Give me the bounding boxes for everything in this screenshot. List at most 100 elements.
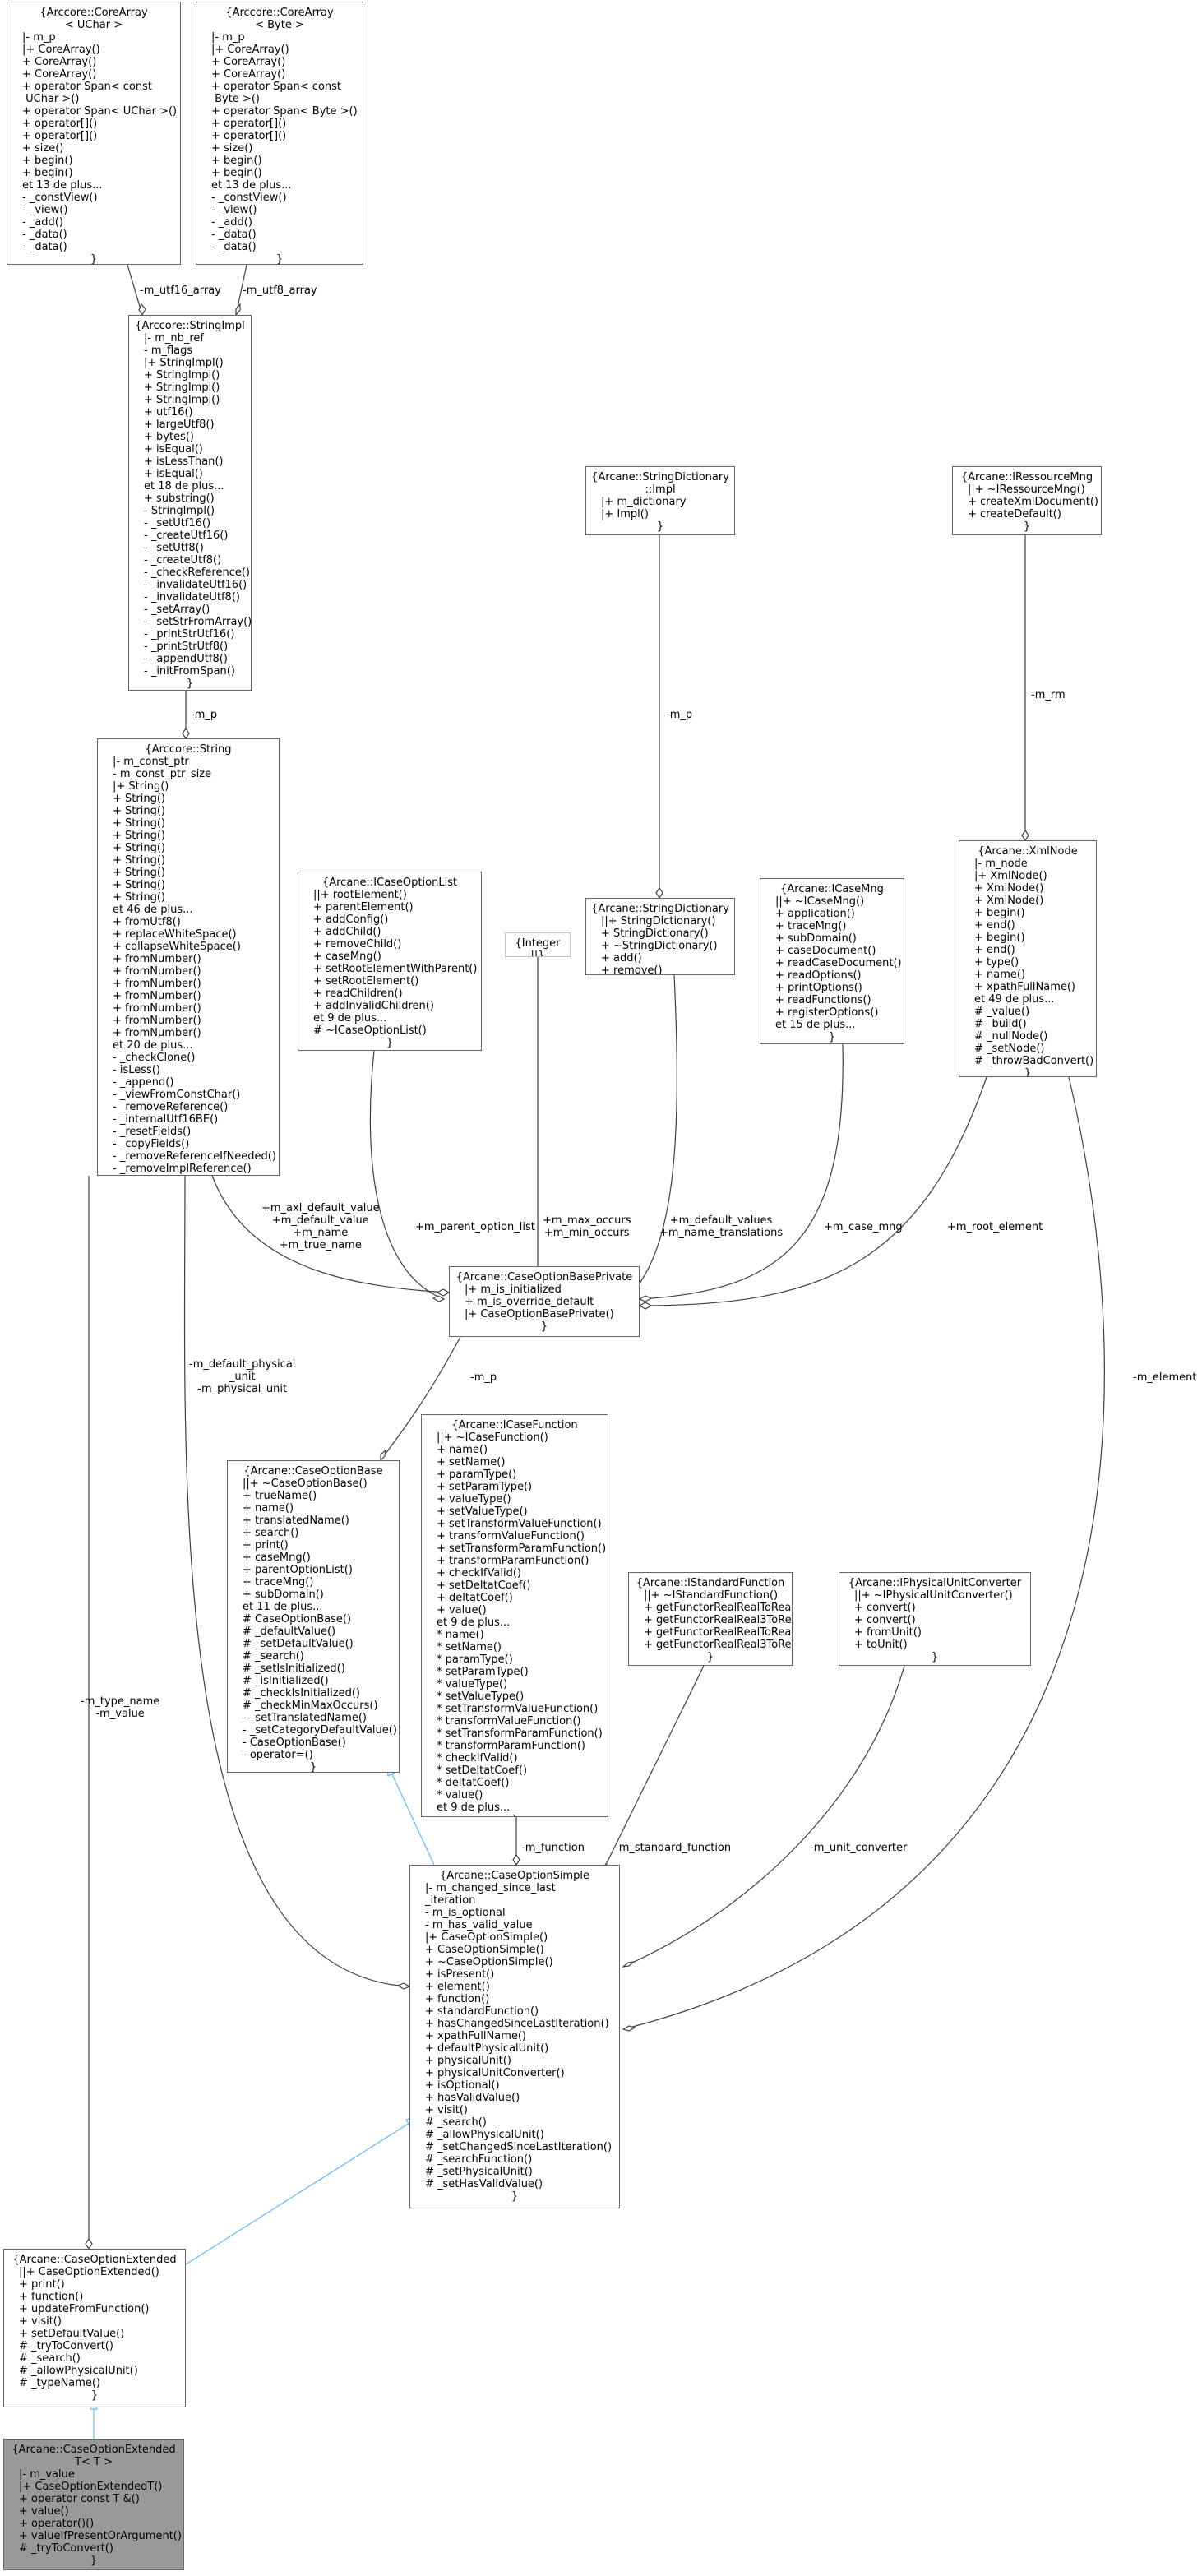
- class-member: + setRootElement(): [313, 975, 419, 987]
- diamond-case-mng-to-private: [638, 1295, 653, 1302]
- class-node-iressource-mng[interactable]: {Arcane::IRessourceMng||+ ~IRessourceMng…: [952, 466, 1102, 535]
- class-member: * name(): [437, 1629, 484, 1641]
- class-member: + CoreArray(): [211, 68, 286, 81]
- class-member: + begin(): [974, 907, 1025, 919]
- class-member: |+ String(): [113, 780, 169, 793]
- class-title: {Arcane::IPhysicalUnitConverter: [848, 1577, 1022, 1589]
- class-member: ||+ CaseOptionExtended(): [19, 2266, 159, 2278]
- class-member: |- m_p: [211, 31, 245, 44]
- class-node-istandard-function[interactable]: {Arcane::IStandardFunction||+ ~IStandard…: [628, 1572, 793, 1666]
- class-member: + StringImpl(): [144, 369, 220, 382]
- class-node-iphysical-unit-converter[interactable]: {Arcane::IPhysicalUnitConverter||+ ~IPhy…: [839, 1572, 1031, 1666]
- class-member: UChar >(): [22, 93, 80, 105]
- edge-label-max-min-occurs: +m_max_occurs +m_min_occurs: [543, 1214, 631, 1239]
- class-member: + element(): [425, 1981, 490, 1993]
- class-member: * setValueType(): [437, 1690, 525, 1703]
- class-member: |+ StringImpl(): [144, 357, 224, 369]
- class-member: # CaseOptionBase(): [243, 1613, 352, 1626]
- class-member: + getFunctorRealRealToReal3(): [644, 1626, 792, 1639]
- class-member: + parentElement(): [313, 901, 414, 913]
- class-member: - _invalidateUtf8(): [144, 591, 240, 604]
- edge-label-m-p-base: -m_p: [470, 1371, 497, 1384]
- class-member: + CoreArray(): [22, 56, 97, 68]
- class-member: + fromNumber(): [113, 1015, 201, 1027]
- class-member: ||+ ~CaseOptionBase(): [243, 1478, 368, 1490]
- class-member: - _internalUtf16BE(): [113, 1113, 219, 1126]
- class-member: - _removeReference(): [113, 1101, 229, 1113]
- class-member: + utf16(): [144, 406, 193, 419]
- class-member: + transformParamFunction(): [437, 1555, 589, 1567]
- class-member: |+ CaseOptionBasePrivate(): [465, 1308, 614, 1320]
- class-member: + defaultPhysicalUnit(): [425, 2042, 549, 2055]
- class-member: - _createUtf16(): [144, 530, 229, 542]
- class-node-case-option-base-private[interactable]: {Arcane::CaseOptionBasePrivate|+ m_is_in…: [449, 1266, 640, 1337]
- class-node-case-option-simple[interactable]: {Arcane::CaseOptionSimple|- m_changed_si…: [409, 1865, 620, 2208]
- class-member: + createDefault(): [968, 508, 1061, 520]
- class-member: + StringImpl(): [144, 394, 220, 406]
- class-member: + fromUnit(): [854, 1626, 922, 1639]
- class-close-brace: }: [90, 253, 98, 265]
- class-node-xml-node[interactable]: {Arcane::XmlNode|- m_node|+ XmlNode()+ X…: [959, 840, 1097, 1077]
- class-node-icase-mng[interactable]: {Arcane::ICaseMng||+ ~ICaseMng()+ applic…: [760, 878, 904, 1044]
- class-node-core-array-uchar[interactable]: {Arccore::CoreArray< UChar >|- m_p|+ Cor…: [7, 2, 181, 265]
- class-node-integer[interactable]: {Integer||}: [505, 932, 571, 957]
- class-node-case-option-base[interactable]: {Arcane::CaseOptionBase||+ ~CaseOptionBa…: [227, 1460, 400, 1773]
- class-member: + operator Span< const: [211, 81, 342, 93]
- class-member: + String(): [113, 879, 165, 891]
- class-member: + String(): [113, 830, 165, 842]
- class-member: + String(): [113, 842, 165, 854]
- class-member: + setDefaultValue(): [19, 2328, 125, 2340]
- class-member: * setName(): [437, 1641, 502, 1653]
- class-member: # _tryToConvert(): [19, 2340, 113, 2352]
- class-close-brace: }: [186, 678, 194, 690]
- class-member: |- m_const_ptr: [113, 756, 189, 768]
- class-member: - _append(): [113, 1076, 174, 1089]
- diamond-string-to-extended: [85, 2237, 93, 2250]
- class-member: * checkIfValid(): [437, 1752, 518, 1764]
- diamond-utf16: [138, 303, 146, 317]
- class-member: |+ CaseOptionSimple(): [425, 1931, 548, 1944]
- class-node-case-option-extended[interactable]: {Arcane::CaseOptionExtended||+ CaseOptio…: [3, 2249, 186, 2407]
- class-node-icase-option-list[interactable]: {Arcane::ICaseOptionList||+ rootElement(…: [298, 872, 482, 1051]
- class-node-string-dictionary[interactable]: {Arcane::StringDictionary||+ StringDicti…: [585, 898, 735, 975]
- class-member: + setTransformParamFunction(): [437, 1542, 607, 1555]
- class-member: - _printStrUtf8(): [144, 641, 229, 653]
- class-member: + name(): [437, 1444, 488, 1456]
- class-member: * setTransformValueFunction(): [437, 1703, 599, 1715]
- class-member: + remove(): [601, 964, 663, 975]
- class-member: * transformParamFunction(): [437, 1740, 585, 1752]
- diamond-dict-impl-to-dict: [655, 886, 663, 900]
- class-member: + setRootElementWithParent(): [313, 963, 478, 975]
- class-title: {Integer: [515, 937, 561, 950]
- class-member: - _printStrUtf16(): [144, 628, 235, 641]
- class-close-brace: }: [828, 1031, 836, 1043]
- class-node-string[interactable]: {Arccore::String|- m_const_ptr- m_const_…: [97, 738, 280, 1176]
- class-node-core-array-byte[interactable]: {Arccore::CoreArray< Byte >|- m_p|+ Core…: [196, 2, 363, 265]
- class-member: + end(): [974, 944, 1015, 956]
- edge-label-unit-converter: -m_unit_converter: [810, 1842, 908, 1854]
- class-member: + hasValidValue(): [425, 2092, 520, 2104]
- class-member: + physicalUnitConverter(): [425, 2067, 565, 2079]
- class-member: - _data(): [211, 229, 257, 241]
- class-member: + trueName(): [243, 1490, 317, 1502]
- class-member: + String(): [113, 817, 165, 830]
- class-node-string-dictionary-impl[interactable]: {Arcane::StringDictionary::Impl|+ m_dict…: [585, 466, 735, 535]
- class-member: + subDomain(): [243, 1589, 324, 1601]
- edge-string-to-simple: [183, 1175, 410, 1987]
- class-member: + isLessThan(): [144, 456, 224, 468]
- diamond-function-to-simple: [512, 1853, 520, 1866]
- class-member: + translatedName(): [243, 1515, 349, 1527]
- class-member: * setDeltatCoef(): [437, 1764, 528, 1777]
- class-node-icase-function[interactable]: {Arcane::ICaseFunction||+ ~ICaseFunction…: [421, 1414, 608, 1817]
- class-node-string-impl[interactable]: {Arccore::StringImpl|- m_nb_ref- m_flags…: [128, 315, 252, 691]
- edge-case-mng-to-private: [639, 1043, 844, 1300]
- class-member: + application(): [775, 908, 855, 920]
- class-member: + getFunctorRealRealToReal(): [644, 1602, 793, 1614]
- class-close-brace: }: [1023, 520, 1031, 533]
- class-member: + setValueType(): [437, 1505, 528, 1518]
- edge-label-type-name: -m_type_name -m_value: [81, 1695, 160, 1720]
- class-member: - _data(): [22, 229, 67, 241]
- class-member: + collapseWhiteSpace(): [113, 941, 241, 953]
- class-member: + ~StringDictionary(): [601, 940, 718, 952]
